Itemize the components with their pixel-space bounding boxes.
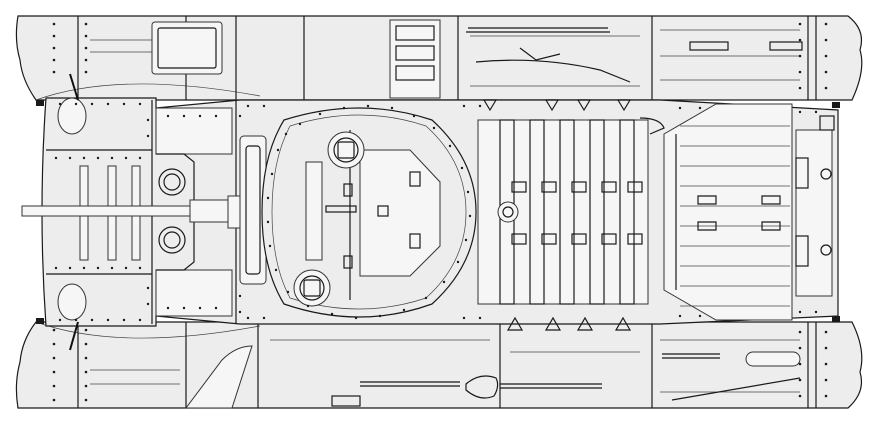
lower-fender-rivets: [52, 328, 828, 402]
upper-tool-rack: [389, 19, 441, 99]
turret-rivets: [266, 104, 472, 320]
turret: [261, 104, 477, 320]
engine-deck: [477, 99, 665, 331]
upper-fender-rivets: [52, 22, 828, 90]
lower-track-fender: [15, 321, 863, 409]
hull-rivet-rows: [54, 102, 818, 322]
upper-track-fender: [15, 15, 863, 101]
hull-detail-marks: [36, 73, 840, 351]
rear-deck: [663, 103, 835, 321]
